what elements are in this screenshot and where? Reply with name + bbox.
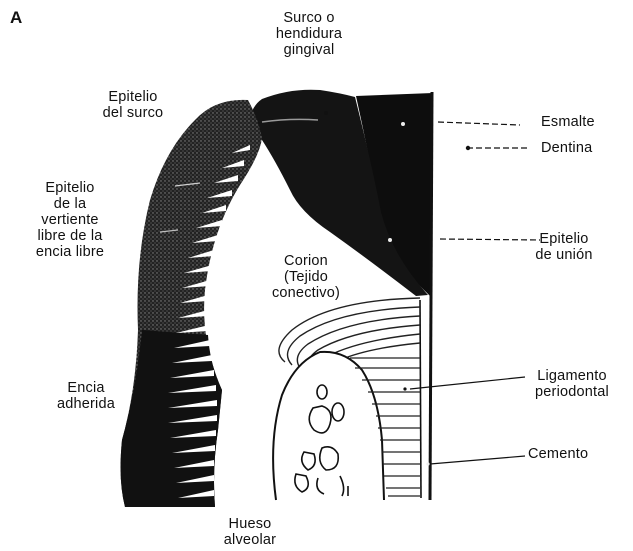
label-epitelio-vertiente: Epitelio de la vertiente libre de la enc… [20,180,120,260]
label-hueso-alveolar: Hueso alveolar [200,516,300,548]
label-ligamento-periodontal: Ligamento periodontal [512,368,632,400]
panel-letter: A [10,10,22,26]
label-cemento: Cemento [528,446,588,462]
label-epitelio-union: Epitelio de unión [523,231,605,263]
label-epitelio-surco: Epitelio del surco [78,89,188,121]
label-surco-gingival: Surco o hendidura gingival [244,10,374,58]
label-encia-adherida: Encia adherida [46,380,126,412]
label-dentina: Dentina [541,140,592,156]
label-corion: Corion (Tejido conectivo) [258,253,354,301]
label-esmalte: Esmalte [541,114,595,130]
